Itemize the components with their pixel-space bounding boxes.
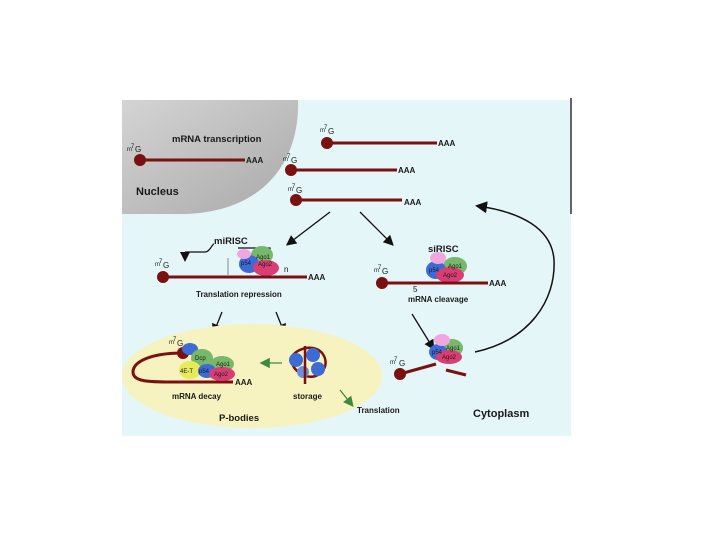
mrna-transcription-label: mRNA transcription xyxy=(172,134,262,145)
svg-text:Ago1: Ago1 xyxy=(216,362,231,368)
mirisc-complex: Ago1 p54 Ago2 n xyxy=(237,246,288,276)
svg-text:AAA: AAA xyxy=(235,378,253,387)
svg-text:Ago2: Ago2 xyxy=(442,355,457,361)
arrow-to-sirisc xyxy=(359,211,394,246)
cytoplasm-label: Cytoplasm xyxy=(473,408,529,420)
translation-repression-label: Translation repression xyxy=(196,290,282,299)
cyto-mrna-3: m 7 G AAA xyxy=(288,184,422,207)
svg-text:G: G xyxy=(163,261,169,270)
svg-text:n: n xyxy=(284,265,288,274)
five-prime-label: 5 xyxy=(413,285,418,294)
svg-text:Ago1: Ago1 xyxy=(448,264,463,270)
svg-text:7: 7 xyxy=(324,125,328,131)
svg-text:G: G xyxy=(177,339,183,348)
svg-text:m: m xyxy=(155,262,160,268)
recycle-arrow xyxy=(474,201,555,353)
svg-text:Ago2: Ago2 xyxy=(214,372,229,378)
svg-text:p54: p54 xyxy=(429,268,440,274)
sirisc-mrna: m 7 G AAA xyxy=(374,265,507,289)
svg-text:7: 7 xyxy=(292,184,296,190)
polya-label: AAA xyxy=(246,156,264,165)
cap-circle xyxy=(134,154,146,166)
svg-text:7: 7 xyxy=(394,357,398,363)
svg-text:G: G xyxy=(399,359,405,368)
nucleus-label: Nucleus xyxy=(136,186,179,198)
p-bodies-label: P-bodies xyxy=(219,413,259,424)
mrna-cleavage-label: mRNA cleavage xyxy=(408,295,469,304)
svg-text:m: m xyxy=(320,128,325,134)
nuclear-mrna: m 7 G AAA xyxy=(127,144,264,166)
translation-label: Translation xyxy=(357,406,400,415)
svg-text:7: 7 xyxy=(131,144,135,150)
svg-text:Dcp: Dcp xyxy=(195,356,206,362)
arrow-to-cleaved xyxy=(411,313,435,351)
svg-text:Ago2: Ago2 xyxy=(443,273,458,279)
svg-text:AAA: AAA xyxy=(438,139,456,148)
svg-text:m: m xyxy=(374,268,379,274)
svg-text:AAA: AAA xyxy=(404,198,422,207)
svg-text:Ago1: Ago1 xyxy=(446,346,461,352)
svg-text:G: G xyxy=(296,186,302,195)
decay-mrna: m 7 G Dcp Ago1 4E-T p54 Ago2 AAA xyxy=(131,337,253,387)
svg-text:m: m xyxy=(283,157,288,163)
svg-text:AAA: AAA xyxy=(398,166,416,175)
svg-text:m: m xyxy=(288,187,293,193)
svg-text:7: 7 xyxy=(378,265,382,271)
cyto-mrna-2: m 7 G AAA xyxy=(283,154,416,176)
svg-text:m: m xyxy=(390,360,395,366)
svg-text:G: G xyxy=(291,156,297,165)
svg-text:Ago1: Ago1 xyxy=(256,255,271,261)
svg-text:p54: p54 xyxy=(432,350,443,356)
svg-text:G: G xyxy=(382,267,388,276)
svg-text:7: 7 xyxy=(287,154,291,160)
svg-text:m: m xyxy=(169,340,174,346)
svg-text:p54: p54 xyxy=(241,261,252,267)
svg-text:Ago2: Ago2 xyxy=(258,262,273,268)
svg-text:G: G xyxy=(135,145,141,154)
arrow-to-translation xyxy=(339,389,354,408)
svg-text:G: G xyxy=(328,127,334,136)
svg-text:7: 7 xyxy=(159,259,163,265)
svg-text:m: m xyxy=(127,147,132,153)
cyto-mrna-1: m 7 G AAA xyxy=(320,125,456,149)
sirisc-complex: Ago1 p54 Ago2 xyxy=(426,252,467,283)
cleaved-complex: Ago1 p54 Ago2 xyxy=(429,334,463,364)
sirisc-label: siRISC xyxy=(428,244,459,255)
mirisc-mrna: m 7 G AAA xyxy=(155,259,326,283)
storage-label: storage xyxy=(293,392,322,401)
svg-text:p54: p54 xyxy=(199,369,210,375)
arrow-to-mirisc xyxy=(285,211,331,246)
svg-text:AAA: AAA xyxy=(489,279,507,288)
svg-text:4E-T: 4E-T xyxy=(180,369,193,375)
svg-text:AAA: AAA xyxy=(308,273,326,282)
cleaved-mrna: m 7 G xyxy=(390,357,467,380)
mrna-decay-label: mRNA decay xyxy=(172,392,222,401)
mirisc-label: miRISC xyxy=(214,236,248,247)
storage-complex xyxy=(289,346,327,384)
svg-text:7: 7 xyxy=(173,337,177,343)
nucleus-region xyxy=(122,100,299,214)
